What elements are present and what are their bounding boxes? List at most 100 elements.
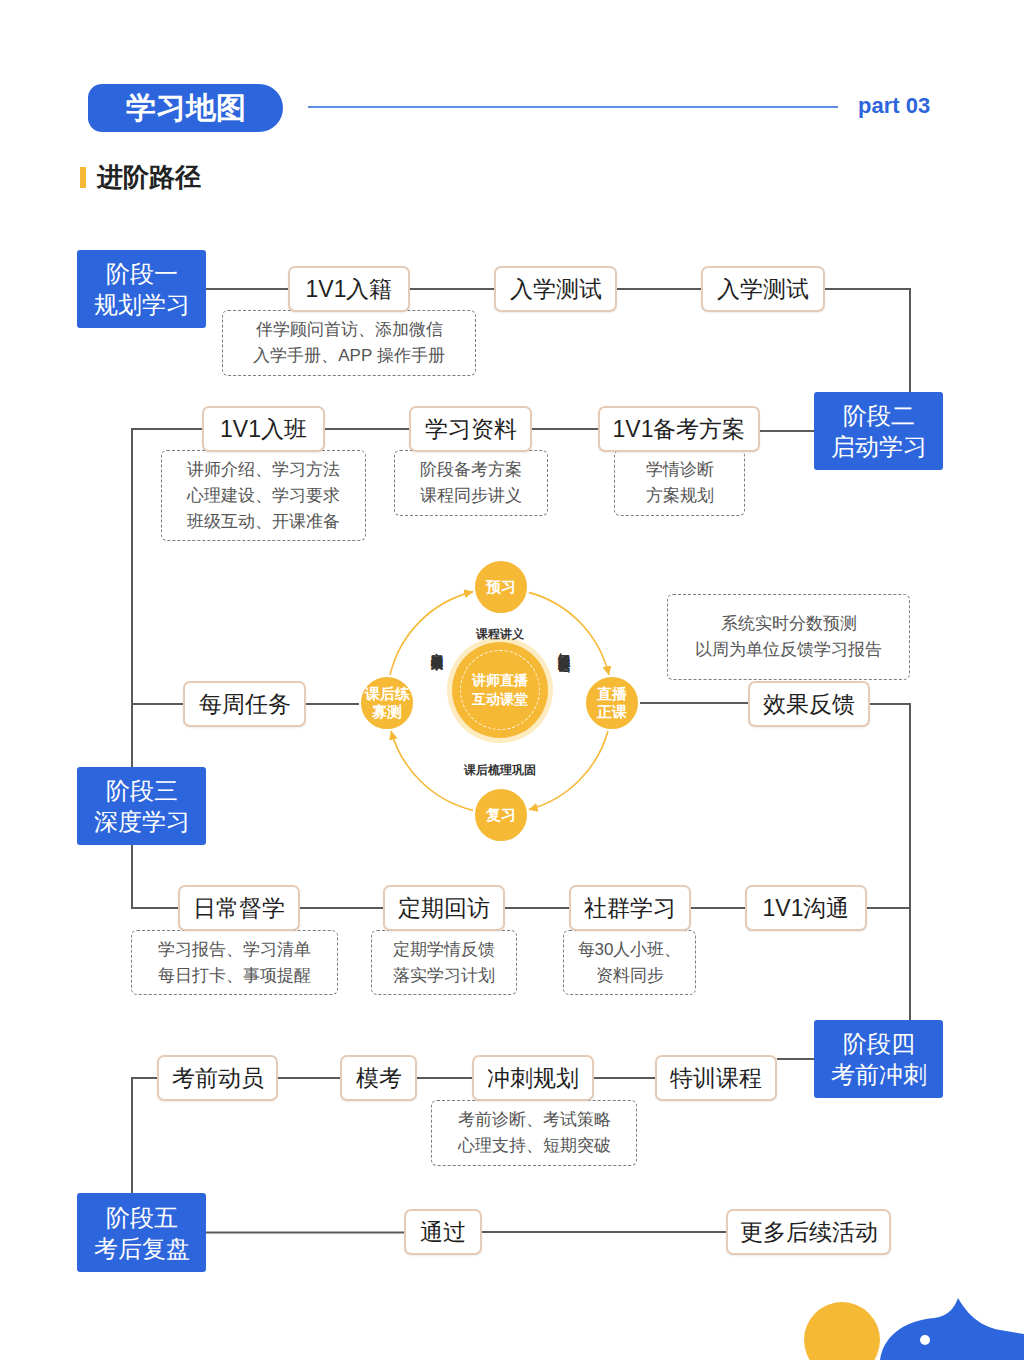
node-text: 阶段二 启动学习 (822, 400, 935, 462)
annotation-label: part 03 (858, 93, 930, 119)
connector-line (206, 1232, 404, 1234)
node-text: 阶段五 考后复盘 (85, 1202, 198, 1264)
node-text: 入学测试 (510, 274, 602, 305)
connector-line (691, 907, 745, 909)
connector-line (825, 289, 910, 392)
step-box: 入学测试 (701, 266, 825, 312)
node-text: 每30人小班、 资料同步 (570, 937, 689, 989)
note-box: 伴学顾问首访、添加微信 入学手册、APP 操作手册 (222, 310, 476, 376)
stage-box: 阶段三 深度学习 (77, 767, 206, 845)
connector-line (206, 288, 288, 290)
step-box: 冲刺规划 (472, 1055, 594, 1101)
note-box: 每30人小班、 资料同步 (563, 930, 696, 995)
step-box: 1V1备考方案 (598, 406, 760, 452)
connector-line (777, 1058, 814, 1060)
node-text: 复习 (486, 806, 516, 824)
node-text: 课后练 寡测 (361, 685, 413, 721)
connector-line (867, 704, 910, 908)
connector-line (325, 428, 409, 430)
node-text: 阶段备考方案 课程同步讲义 (401, 457, 541, 509)
stage-box: 阶段五 考后复盘 (77, 1193, 206, 1272)
annotation-label: 知识精讲夯实基础 (557, 643, 571, 651)
cycle-arc (529, 731, 608, 810)
node-text: 1V1入班 (220, 414, 307, 445)
connector-line (532, 428, 598, 430)
inner-dashed-ring (460, 650, 540, 730)
node-text: 系统实时分数预测 以周为单位反馈学习报告 (674, 611, 903, 663)
step-box: 特训课程 (655, 1055, 777, 1101)
node-text: 1V1备考方案 (613, 414, 746, 445)
step-box: 模考 (340, 1055, 417, 1101)
node-text: 效果反馈 (763, 689, 855, 720)
connector-line (594, 1077, 655, 1079)
node-text: 社群学习 (584, 893, 676, 924)
connector-line (417, 1077, 472, 1079)
node-text: 定期学情反馈 落实学习计划 (378, 937, 510, 989)
connector-line (410, 288, 494, 290)
note-box: 考前诊断、考试策略 心理支持、短期突破 (431, 1100, 637, 1166)
note-box: 阶段备考方案 课程同步讲义 (394, 450, 548, 516)
node-text: 直播 正课 (586, 685, 638, 721)
connector-line (760, 430, 814, 432)
node-text: 特训课程 (670, 1063, 762, 1094)
node-text: 考前诊断、考试策略 心理支持、短期突破 (438, 1107, 630, 1159)
node-text: 通过 (420, 1217, 466, 1248)
annotation-label: 课程讲义 (460, 626, 540, 643)
title: 学习地图 (126, 91, 246, 124)
node-text: 阶段一 规划学习 (85, 258, 198, 320)
step-box: 日常督学 (178, 885, 300, 931)
corner-dot (920, 1335, 930, 1345)
corner-blob (880, 1298, 1024, 1360)
title-pill: 学习地图 (88, 84, 283, 132)
node-text: 学情诊断 方案规划 (621, 457, 738, 509)
step-box: 1V1入班 (202, 406, 325, 452)
step-box: 定期回访 (383, 885, 505, 931)
step-box: 更多后续活动 (726, 1209, 891, 1255)
cycle-arc (391, 731, 473, 811)
header-rule (308, 106, 838, 108)
connector-line (482, 1231, 726, 1233)
node-text: 更多后续活动 (740, 1217, 878, 1248)
cycle-circle: 预习 (473, 559, 529, 615)
node-text: 考前动员 (172, 1063, 264, 1094)
node-text: 每周任务 (199, 689, 291, 720)
step-box: 学习资料 (409, 406, 532, 452)
stage-box: 阶段二 启动学习 (814, 392, 943, 470)
node-text: 1V1入籍 (306, 274, 393, 305)
step-box: 通过 (404, 1209, 482, 1255)
step-box: 1V1沟通 (745, 885, 867, 931)
node-text: 日常督学 (193, 893, 285, 924)
note-box: 讲师介绍、学习方法 心理建设、学习要求 班级互动、开课准备 (161, 450, 366, 541)
node-text: 讲师直播 互动课堂 (466, 671, 534, 709)
core-circle: 讲师直播 互动课堂 (452, 642, 548, 738)
note-box: 系统实时分数预测 以周为单位反馈学习报告 (667, 594, 910, 680)
note-box: 学情诊断 方案规划 (614, 450, 745, 516)
step-box: 社群学习 (569, 885, 691, 931)
heading-bar (80, 167, 86, 188)
connector-line (278, 1077, 340, 1079)
annotation-label: 进阶路径 (97, 160, 201, 195)
node-text: 1V1沟通 (763, 893, 850, 924)
stage-box: 阶段四 考前冲刺 (814, 1020, 943, 1098)
connector-line (505, 907, 569, 909)
cycle-circle: 课后练 寡测 (359, 675, 415, 731)
cycle-arc (529, 592, 609, 675)
note-box: 定期学情反馈 落实学习计划 (371, 930, 517, 995)
corner-circle (804, 1302, 880, 1360)
node-text: 伴学顾问首访、添加微信 入学手册、APP 操作手册 (229, 317, 469, 369)
connector-line (132, 704, 183, 767)
annotation-label: 课后梳理巩固 (450, 762, 550, 779)
node-text: 阶段三 深度学习 (85, 775, 198, 837)
connector-line (132, 845, 178, 908)
step-box: 考前动员 (157, 1055, 278, 1101)
connector-line (300, 907, 383, 909)
node-text: 模考 (356, 1063, 402, 1094)
node-text: 学习资料 (425, 414, 517, 445)
connector-line (867, 908, 910, 1020)
connector-line (132, 1078, 157, 1193)
annotation-label: 定期检测学习效果 (430, 643, 444, 651)
cycle-circle: 复习 (473, 787, 529, 843)
connector-line (640, 702, 748, 704)
step-box: 效果反馈 (748, 681, 870, 727)
stage-box: 阶段一 规划学习 (77, 250, 206, 328)
